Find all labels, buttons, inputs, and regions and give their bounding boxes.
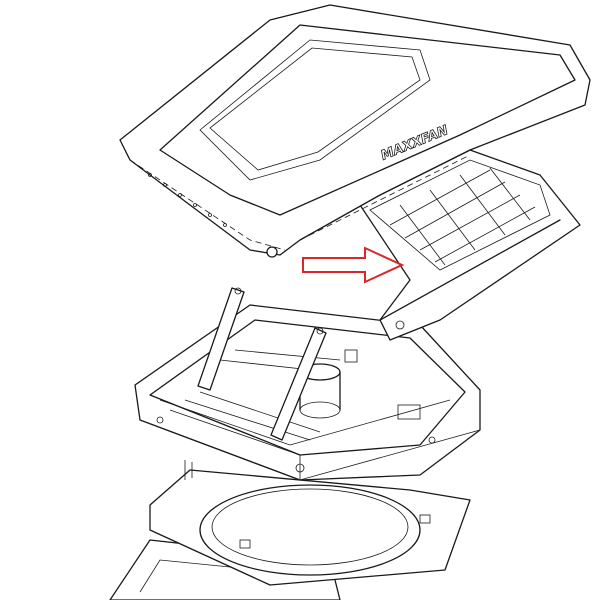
lift-arm-left	[197, 287, 245, 391]
lift-arm-right	[270, 327, 327, 441]
screen-cover	[359, 149, 581, 341]
direction-arrow	[302, 246, 405, 284]
fan-base-housing	[134, 304, 481, 481]
vent-lid: MAXXFAN	[119, 4, 591, 258]
mounting-flange	[149, 460, 471, 586]
